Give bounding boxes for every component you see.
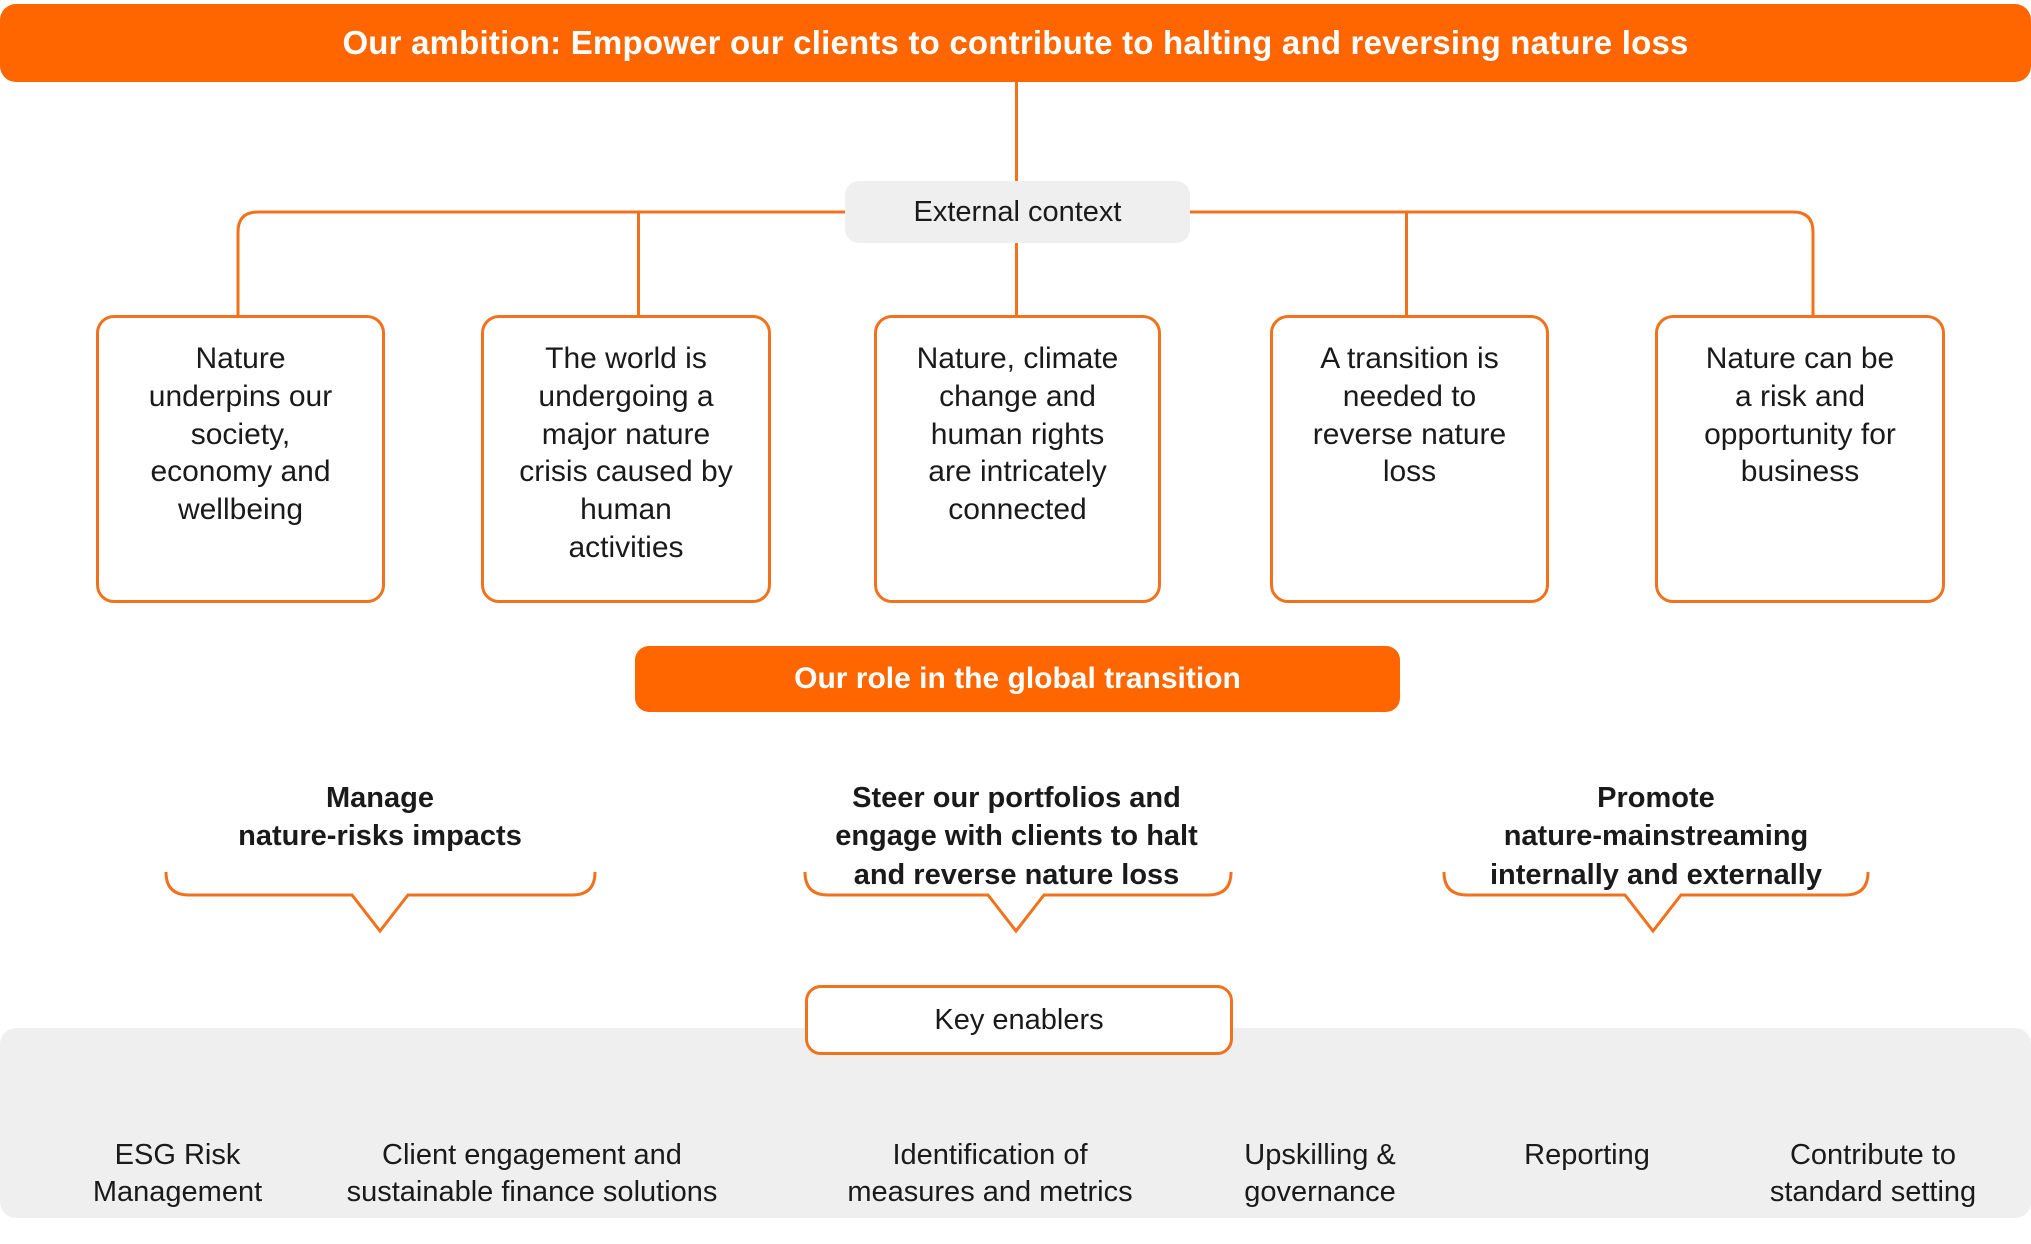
role-pillar-1-text: Manage nature-risks impacts <box>238 781 522 853</box>
enabler-item-5: Reporting <box>1462 1100 1712 1174</box>
context-card-4-text: A transition is needed to reverse nature… <box>1312 342 1507 489</box>
connector-bus-left <box>236 210 845 315</box>
brace-pillar-1 <box>164 871 597 934</box>
external-context-label: External context <box>913 195 1122 228</box>
key-enablers-label-box: Key enablers <box>805 985 1233 1055</box>
role-pillar-2-text: Steer our portfolios and engage with cli… <box>835 781 1198 891</box>
enabler-item-2-text: Client engagement and sustainable financ… <box>346 1139 718 1209</box>
enabler-item-1-text: ESG Risk Management <box>92 1139 263 1209</box>
connector-bus-right <box>1190 210 1815 315</box>
enabler-item-6-text: Contribute to standard setting <box>1769 1139 1977 1209</box>
context-card-1-text: Nature underpins our society, economy an… <box>148 342 333 527</box>
enabler-item-1: ESG Risk Management <box>30 1100 325 1211</box>
context-card-3: Nature, climate change and human rights … <box>874 315 1161 603</box>
enabler-item-2: Client engagement and sustainable financ… <box>307 1100 757 1211</box>
ambition-banner-label: Our ambition: Empower our clients to con… <box>342 24 1689 61</box>
enabler-item-4: Upskilling & governance <box>1200 1100 1440 1211</box>
role-pillar-3-text: Promote nature-mainstreaming internally … <box>1489 781 1822 891</box>
enabler-item-6: Contribute to standard setting <box>1728 1100 2018 1211</box>
context-card-2-text: The world is undergoing a major nature c… <box>519 342 733 564</box>
external-context-label-box: External context <box>845 181 1190 243</box>
context-card-5-text: Nature can be a risk and opportunity for… <box>1704 342 1896 489</box>
context-card-5: Nature can be a risk and opportunity for… <box>1655 315 1945 603</box>
context-card-4: A transition is needed to reverse nature… <box>1270 315 1549 603</box>
context-card-2: The world is undergoing a major nature c… <box>481 315 771 603</box>
enabler-item-3-text: Identification of measures and metrics <box>847 1139 1133 1209</box>
role-pillar-2-heading: Steer our portfolios and engage with cli… <box>765 740 1268 894</box>
key-enablers-bar <box>0 1028 2031 1218</box>
ambition-banner: Our ambition: Empower our clients to con… <box>0 4 2031 82</box>
context-card-1: Nature underpins our society, economy an… <box>96 315 385 603</box>
role-banner-label: Our role in the global transition <box>794 662 1241 695</box>
enabler-item-4-text: Upskilling & governance <box>1244 1139 1396 1209</box>
key-enablers-label: Key enablers <box>934 1003 1104 1036</box>
enabler-item-3: Identification of measures and metrics <box>790 1100 1190 1211</box>
enabler-item-5-text: Reporting <box>1524 1139 1650 1172</box>
role-pillar-1-heading: Manage nature-risks impacts <box>126 740 634 856</box>
role-banner: Our role in the global transition <box>635 646 1400 712</box>
context-card-3-text: Nature, climate change and human rights … <box>916 342 1119 527</box>
role-pillar-3-heading: Promote nature-mainstreaming internally … <box>1404 740 1908 894</box>
